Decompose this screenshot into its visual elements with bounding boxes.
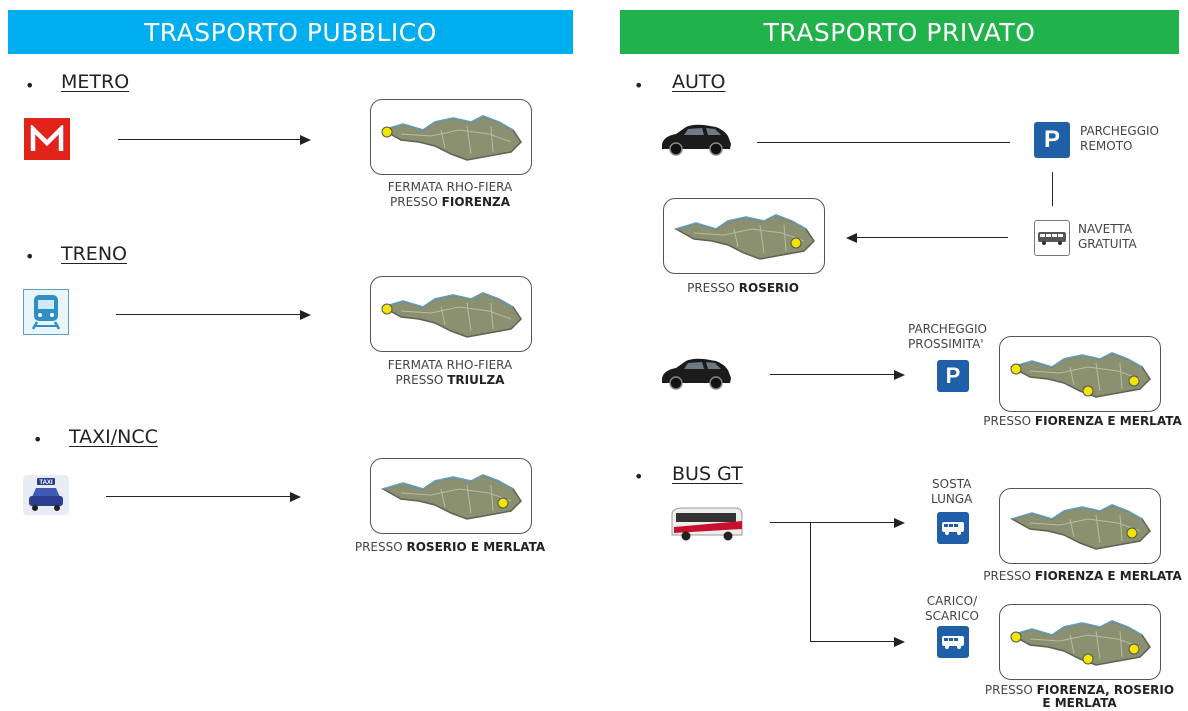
taxi-title: TAXI/NCC bbox=[69, 426, 158, 448]
arrow-line bbox=[770, 522, 894, 524]
map-thumbnail bbox=[370, 458, 532, 534]
location-marker bbox=[790, 237, 802, 249]
bullet: • bbox=[634, 467, 644, 486]
arrow-line bbox=[118, 139, 300, 141]
near-parking-label: PARCHEGGIO PROSSIMITA' bbox=[908, 322, 987, 351]
map-thumbnail bbox=[370, 99, 532, 175]
remote-parking-label: PARCHEGGIO REMOTO bbox=[1080, 124, 1159, 153]
load-unload-label: CARICO/ SCARICO bbox=[925, 594, 979, 623]
taxi-caption: PRESSO ROSERIO E MERLATA bbox=[354, 540, 546, 554]
arrowhead bbox=[300, 310, 311, 320]
near-parking-caption: PRESSO FIORENZA E MERLATA bbox=[983, 414, 1182, 428]
car-icon bbox=[658, 356, 734, 396]
car-icon bbox=[658, 122, 734, 162]
location-marker bbox=[1010, 363, 1022, 375]
metro-title: METRO bbox=[61, 71, 130, 93]
auto-caption: PRESSO ROSERIO bbox=[687, 281, 799, 295]
arrowhead bbox=[894, 637, 905, 647]
arrowhead bbox=[300, 135, 311, 145]
location-marker bbox=[1126, 527, 1138, 539]
map-thumbnail bbox=[663, 198, 825, 274]
arrow-line bbox=[116, 314, 300, 316]
shuttle-bus-icon bbox=[1034, 220, 1070, 256]
parking-icon: P bbox=[1034, 122, 1070, 158]
train-icon bbox=[23, 289, 69, 335]
taxi-sign-text: TAXI bbox=[39, 480, 53, 486]
arrowhead bbox=[894, 370, 905, 380]
arrow-line bbox=[770, 374, 894, 376]
location-marker bbox=[381, 303, 393, 315]
location-marker bbox=[1128, 643, 1140, 655]
map-thumbnail bbox=[999, 336, 1161, 412]
map-thumbnail bbox=[999, 604, 1161, 680]
bus-title: BUS GT bbox=[672, 463, 743, 485]
arrowhead bbox=[290, 492, 301, 502]
private-transport-header: TRASPORTO PRIVATO bbox=[620, 10, 1179, 54]
location-marker bbox=[1082, 385, 1094, 397]
shuttle-label: NAVETTA GRATUITA bbox=[1078, 222, 1137, 251]
long-stop-caption: PRESSO FIORENZA E MERLATA bbox=[983, 569, 1182, 583]
bullet: • bbox=[25, 76, 35, 95]
location-marker bbox=[1082, 653, 1094, 665]
auto-title: AUTO bbox=[672, 71, 726, 93]
bullet: • bbox=[25, 247, 35, 266]
metro-caption: FERMATA RHO-FIERA PRESSO FIORENZA bbox=[387, 180, 513, 209]
arrow-line bbox=[857, 237, 1008, 239]
train-caption: FERMATA RHO-FIERA PRESSO TRIULZA bbox=[387, 358, 513, 387]
train-title: TRENO bbox=[61, 243, 127, 265]
bullet: • bbox=[634, 76, 644, 95]
arrowhead bbox=[894, 518, 905, 528]
location-marker bbox=[497, 497, 509, 509]
map-thumbnail bbox=[370, 276, 532, 352]
location-marker bbox=[1128, 375, 1140, 387]
bus-stop-icon bbox=[937, 512, 969, 544]
long-stop-label: SOSTA LUNGA bbox=[931, 477, 973, 506]
location-marker bbox=[1010, 631, 1022, 643]
public-transport-header: TRASPORTO PUBBLICO bbox=[8, 10, 573, 54]
load-unload-caption: PRESSO FIORENZA, ROSERIO E MERLATA bbox=[984, 683, 1175, 710]
map-thumbnail bbox=[999, 488, 1161, 564]
connector-line bbox=[810, 522, 812, 642]
metro-m-icon bbox=[24, 118, 70, 160]
arrow-line bbox=[106, 496, 290, 498]
parking-icon: P bbox=[937, 360, 969, 392]
location-marker bbox=[381, 126, 393, 138]
connector-line bbox=[1052, 172, 1054, 206]
arrow-line bbox=[810, 641, 894, 643]
bullet: • bbox=[33, 430, 43, 449]
connector-line bbox=[757, 142, 1010, 144]
coach-bus-icon bbox=[668, 505, 744, 549]
taxi-icon: TAXI bbox=[23, 475, 69, 515]
bus-stop-icon bbox=[937, 626, 969, 658]
arrowhead bbox=[846, 233, 857, 243]
